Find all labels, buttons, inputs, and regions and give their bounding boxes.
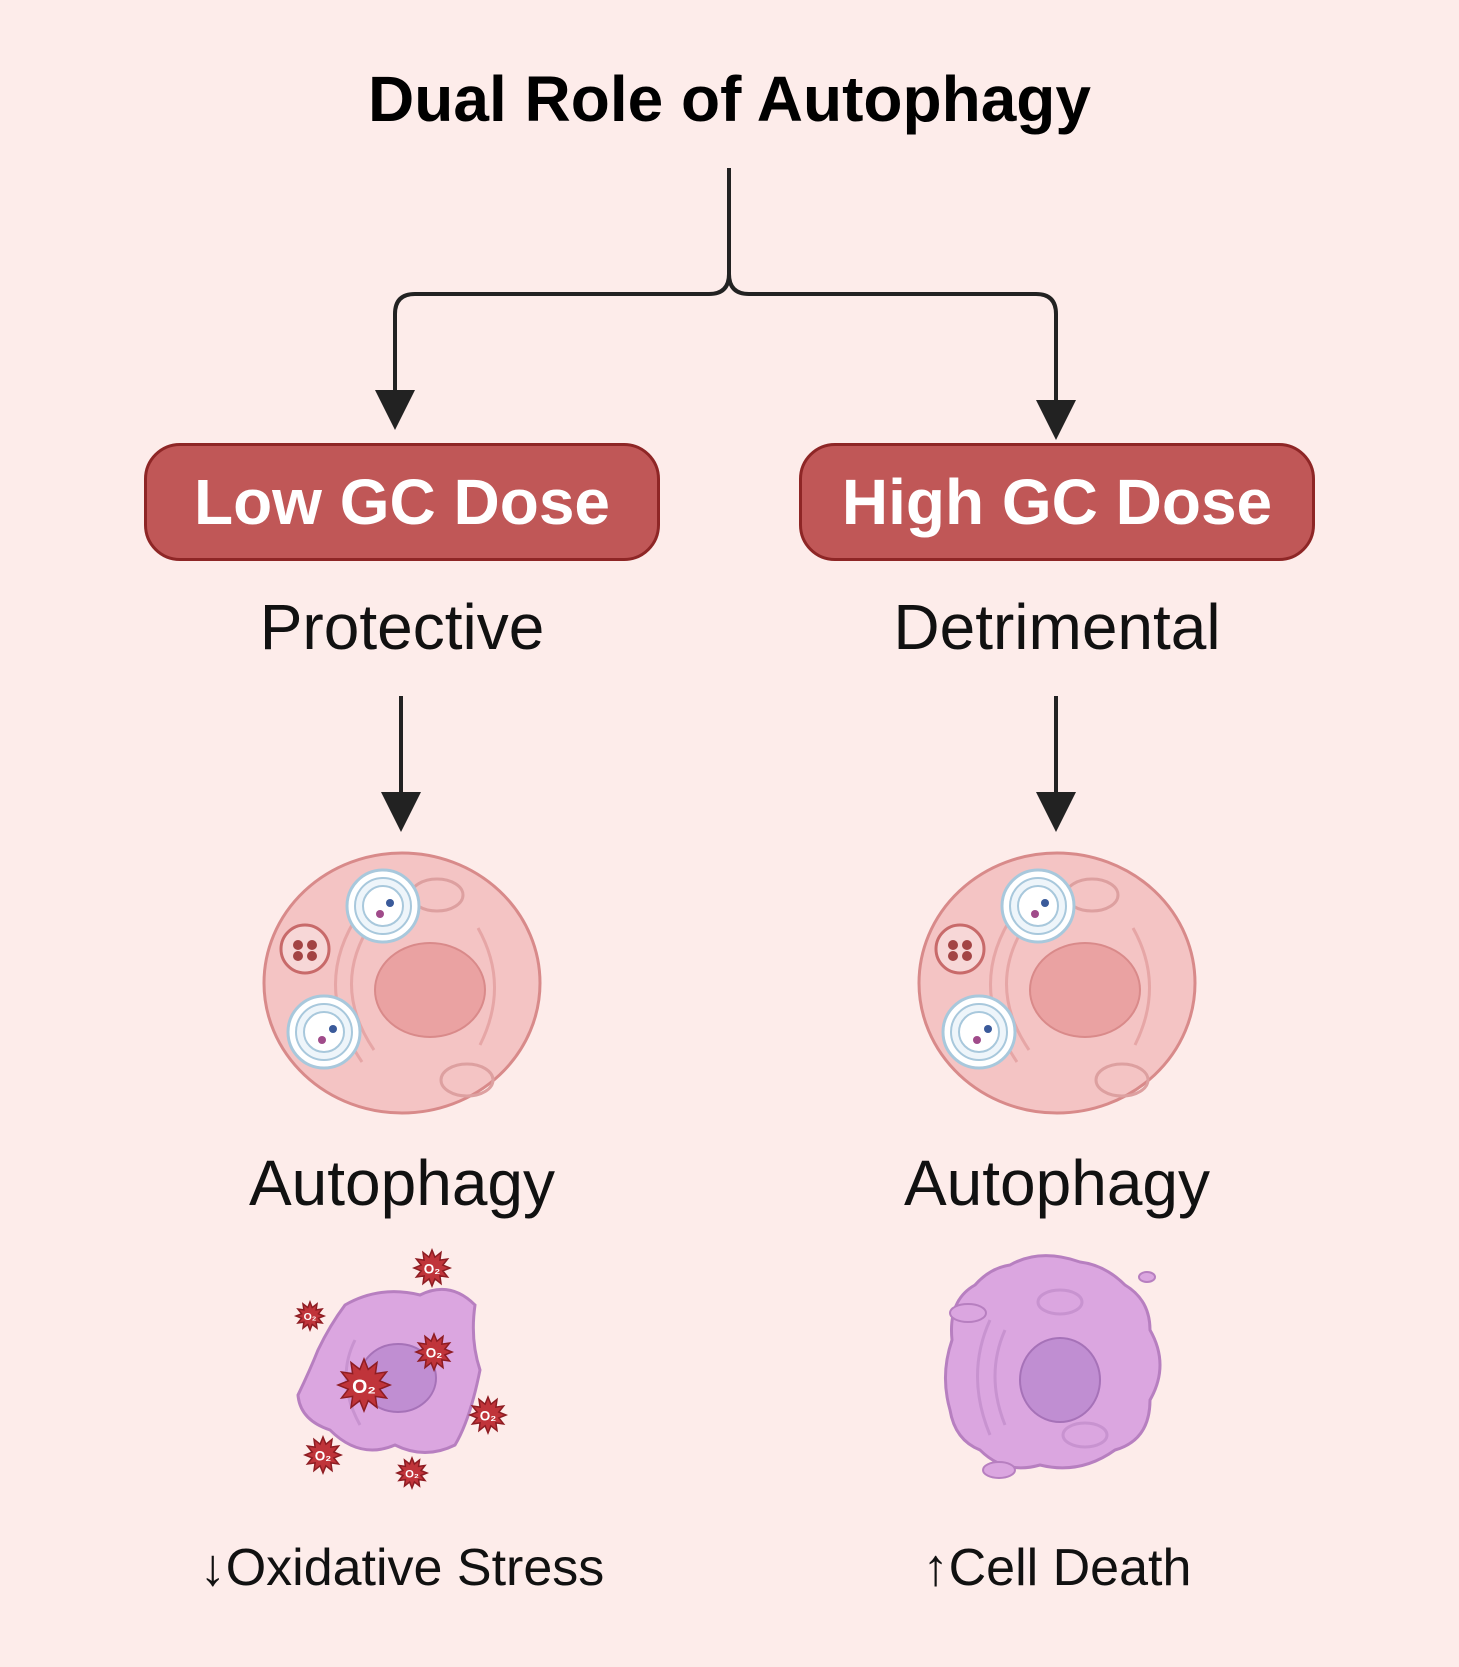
protective-label: Protective (259, 591, 545, 663)
ros-label: O₂ (424, 1261, 441, 1276)
ros-icon (467, 1394, 509, 1436)
ros-icon (302, 1434, 344, 1476)
nucleus (1019, 1337, 1101, 1423)
lysosome (279, 923, 331, 975)
apoptotic-body (949, 1303, 987, 1323)
cell-death-outcome: ↑Cell Death (777, 1538, 1337, 1598)
ros-label: O₂ (352, 1376, 376, 1398)
branch-connector (375, 168, 1076, 440)
nucleus (374, 942, 486, 1038)
ros-icon (335, 1356, 393, 1414)
high-gc-dose-badge: High GC Dose (799, 443, 1315, 561)
low-gc-dose-badge: Low GC Dose (144, 443, 660, 561)
cell-death-cell (943, 1254, 1162, 1479)
left-autophagy-cell (262, 851, 542, 1115)
down-arrow-icon: ↓ (199, 1539, 226, 1597)
ros-icon (293, 1299, 327, 1333)
autophagosome (286, 994, 362, 1070)
ros-label: O₂ (426, 1345, 443, 1360)
mitochondrion (439, 1062, 495, 1098)
right-autophagy-label: Autophagy (903, 1147, 1211, 1219)
ros-label: O₂ (304, 1311, 317, 1323)
oxidative-stress-outcome: ↓Oxidative Stress (122, 1538, 682, 1598)
ros-label: O₂ (405, 1469, 419, 1481)
apoptotic-body (982, 1461, 1016, 1479)
lysosome (934, 923, 986, 975)
ros-icon (413, 1331, 455, 1373)
mitochondrion (1094, 1062, 1150, 1098)
outcome-label: Cell Death (948, 1539, 1192, 1597)
outcome-label: Oxidative Stress (225, 1539, 605, 1597)
right-autophagy-cell (917, 851, 1197, 1115)
ros-icon (394, 1455, 430, 1491)
mitochondrion (1061, 1421, 1109, 1449)
autophagosome (345, 868, 421, 944)
oxidative-stress-cell (296, 1287, 482, 1454)
apoptotic-body (1138, 1271, 1156, 1283)
mitochondrion (1036, 1288, 1084, 1316)
detrimental-label: Detrimental (893, 591, 1221, 663)
nucleus (1029, 942, 1141, 1038)
autophagosome (1000, 868, 1076, 944)
up-arrow-icon: ↑ (922, 1539, 949, 1597)
left-autophagy-label: Autophagy (248, 1147, 556, 1219)
autophagosome (941, 994, 1017, 1070)
diagram-title: Dual Role of Autophagy (368, 63, 1091, 135)
ros-markers: O₂ O₂ O₂ O₂ O₂ O₂ O₂ (293, 1247, 509, 1491)
ros-label: O₂ (315, 1448, 332, 1463)
ros-icon (411, 1247, 453, 1289)
ros-label: O₂ (480, 1408, 497, 1423)
